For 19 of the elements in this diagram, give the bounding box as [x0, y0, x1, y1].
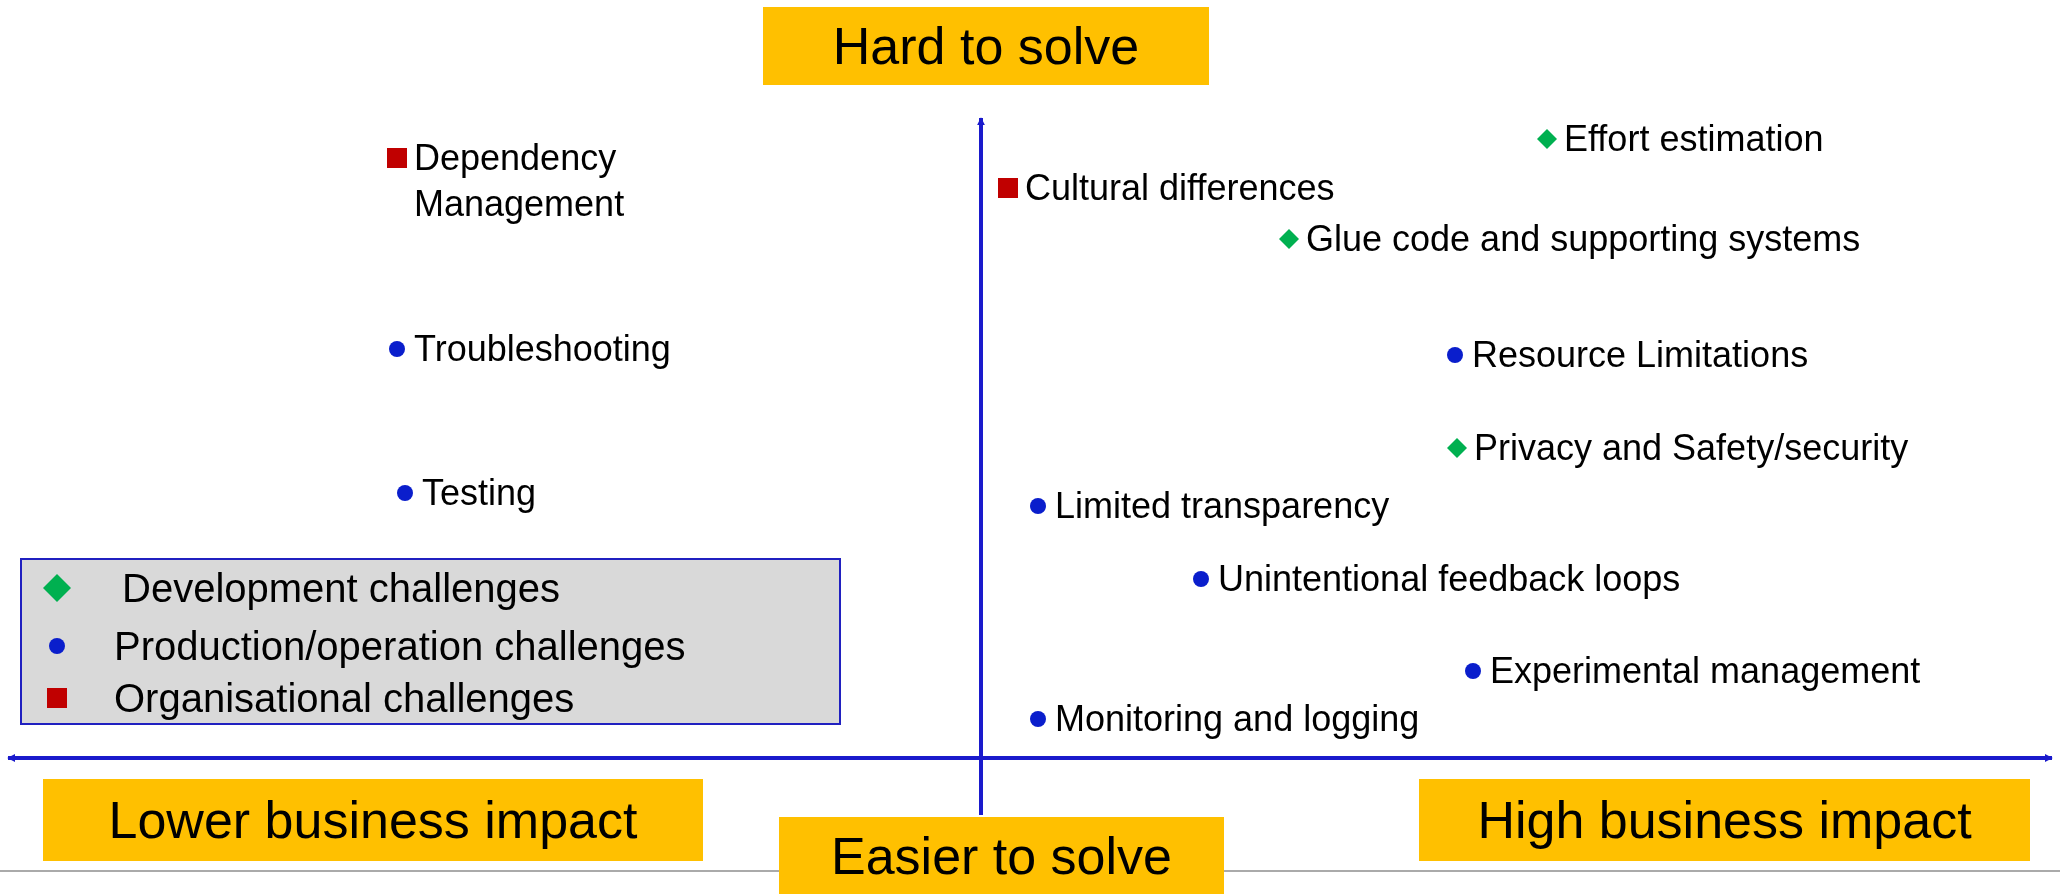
challenge-label: Troubleshooting: [414, 327, 671, 371]
axis-label: High business impact: [1419, 779, 2030, 861]
challenge-label: Unintentional feedback loops: [1218, 557, 1681, 601]
challenge-label: Experimental management: [1490, 649, 1921, 693]
challenge-label: Resource Limitations: [1472, 333, 1809, 377]
legend-label: Production/operation challenges: [114, 623, 686, 670]
axis-label: Easier to solve: [779, 817, 1224, 894]
challenge-label: Privacy and Safety/security: [1474, 426, 1909, 470]
challenge-label: Cultural differences: [1025, 166, 1335, 210]
challenge-label: Effort estimation: [1564, 117, 1824, 161]
legend-label: Development challenges: [122, 565, 561, 612]
legend-label: Organisational challenges: [114, 675, 575, 722]
axis-label: Hard to solve: [763, 7, 1209, 85]
challenge-label: Glue code and supporting systems: [1306, 217, 1861, 261]
axis-label: Lower business impact: [43, 779, 703, 861]
challenge-label: Limited transparency: [1055, 484, 1390, 528]
challenge-label: Dependency Management: [414, 136, 626, 226]
challenge-label: Monitoring and logging: [1055, 697, 1420, 741]
challenge-label: Testing: [422, 471, 537, 515]
